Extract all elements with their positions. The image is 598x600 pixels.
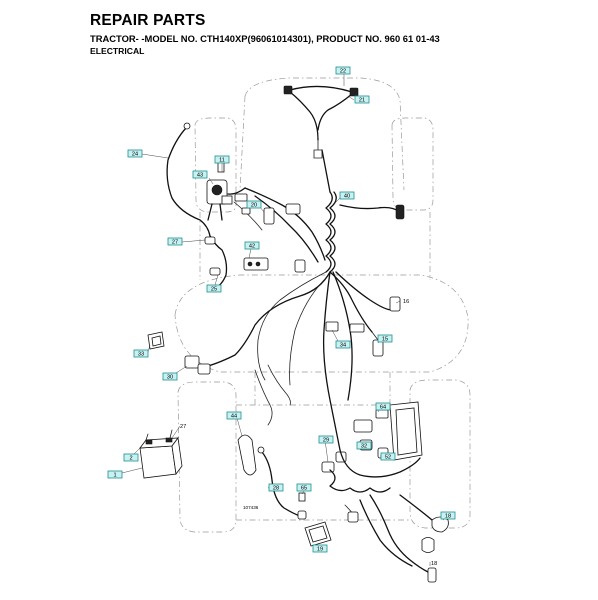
connector-34 [325,321,365,333]
callout-22: 22 [335,66,351,75]
svg-text:34: 34 [340,343,346,349]
svg-text:22: 22 [340,69,346,75]
callout-43: 43 [192,170,208,179]
rear-switch [421,537,435,553]
callout-30: 30 [162,372,178,381]
svg-text:44: 44 [231,414,237,420]
seat-switches [371,296,401,357]
callout-64: 64 [375,402,391,411]
svg-text:2: 2 [129,456,132,462]
callout-28: 28 [268,483,284,492]
model-subtitle: TRACTOR- -MODEL NO. CTH140XP(96061014301… [90,33,440,44]
callout-19: 19 [312,544,328,553]
figure-reference: 107436 [243,505,259,510]
fuse-65 [298,492,332,547]
label-18: 18 [431,561,437,567]
leader-lines [117,72,445,566]
label-16: 16 [403,299,409,305]
fuse-holder-44 [237,434,257,476]
svg-text:11: 11 [219,158,225,164]
terminal-block-42 [243,257,306,273]
cable-25 [204,235,228,289]
page-title: REPAIR PARTS [90,12,206,29]
svg-text:24: 24 [132,152,138,158]
switch-33 [147,331,165,350]
callout-32: 32 [356,441,372,450]
callout-34: 34 [335,340,351,349]
svg-text:29: 29 [323,438,329,444]
svg-text:32: 32 [361,444,367,450]
svg-text:15: 15 [382,337,388,343]
callout-29: 29 [318,435,334,444]
svg-text:27: 27 [172,240,178,246]
svg-text:19: 19 [317,547,323,553]
svg-text:33: 33 [138,352,144,358]
svg-text:28: 28 [273,486,279,492]
svg-text:25: 25 [211,287,217,293]
svg-text:1: 1 [113,473,116,479]
callout-18: 18 [440,511,456,520]
svg-text:43: 43 [197,173,203,179]
svg-text:40: 40 [344,194,350,200]
svg-text:20: 20 [251,203,257,209]
module-64 [353,401,423,461]
callout-15: 15 [377,334,393,343]
svg-text:64: 64 [380,405,386,411]
svg-text:42: 42 [249,244,255,250]
callout-20: 20 [246,200,262,209]
label-27: 27 [180,424,186,430]
connector-29 [321,451,347,473]
battery-cable-28 [257,446,307,520]
callout-65: 65 [296,483,312,492]
callout-40: 40 [339,191,355,200]
callout-33: 33 [133,349,149,358]
callout-2: 2 [123,453,139,462]
front-wiring [233,187,405,263]
main-harness-spiral [199,149,393,451]
callout-44: 44 [226,411,242,420]
svg-text:52: 52 [385,455,391,461]
battery [139,429,183,479]
headlight-harness [283,85,359,159]
connector-30 [184,355,211,375]
callout-25: 25 [206,284,222,293]
callout-42: 42 [244,241,260,250]
section-label: ELECTRICAL [90,46,145,56]
callout-11: 11 [214,155,230,164]
rear-harness [329,449,449,583]
callout-21: 21 [354,95,370,104]
svg-text:18: 18 [445,514,451,520]
battery-cable-24 [166,122,211,237]
svg-text:30: 30 [167,375,173,381]
callout-27: 27 [167,237,183,246]
callout-24: 24 [127,149,143,158]
callout-1: 1 [107,470,123,479]
callout-52: 52 [380,452,396,461]
svg-text:65: 65 [301,486,307,492]
svg-text:21: 21 [359,98,365,104]
ignition-switch [206,159,251,221]
